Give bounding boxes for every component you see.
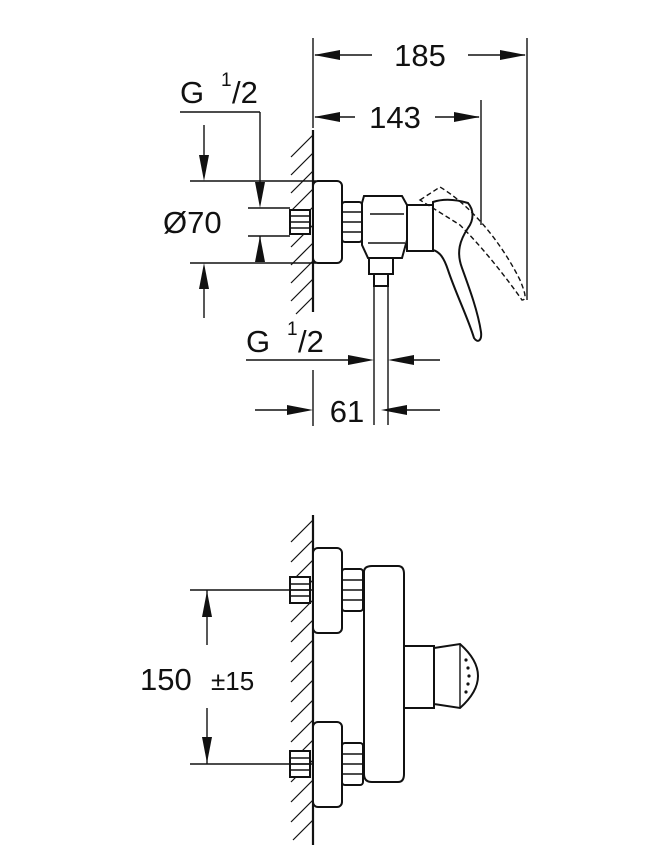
inlet-thread-label: G 1 /2 <box>180 70 265 262</box>
mixer-body-side <box>289 180 526 425</box>
dimension-185: 185 <box>312 38 528 300</box>
outlet-thread-label: G 1 /2 <box>246 319 440 365</box>
front-view: 150 ±15 <box>140 515 480 845</box>
outlet-thread-main: G <box>246 324 270 359</box>
outlet-thread-num: 1 <box>287 319 298 340</box>
dim-centres-label: 150 <box>140 662 192 697</box>
dimension-diameter-70: Ø70 <box>163 125 316 318</box>
side-view: 185 143 G 1 /2 <box>163 38 528 429</box>
inlet-thread-den: /2 <box>232 75 258 110</box>
dim-tolerance-label: ±15 <box>211 666 254 696</box>
inlet-thread-main: G <box>180 75 204 110</box>
dim-handle-width-label: 143 <box>369 100 421 135</box>
dimension-61: 61 <box>255 370 440 429</box>
outlet-thread-den: /2 <box>298 324 324 359</box>
dimension-143: 143 <box>314 100 482 225</box>
dimension-150: 150 ±15 <box>140 589 313 765</box>
escutcheon-diameter-label: Ø70 <box>163 205 222 240</box>
dim-total-width-label: 185 <box>394 38 446 73</box>
wall-hatching-front <box>290 515 315 845</box>
inlet-thread-num: 1 <box>221 70 232 91</box>
mixer-body-front <box>363 565 480 783</box>
dim-outlet-offset-label: 61 <box>330 394 364 429</box>
